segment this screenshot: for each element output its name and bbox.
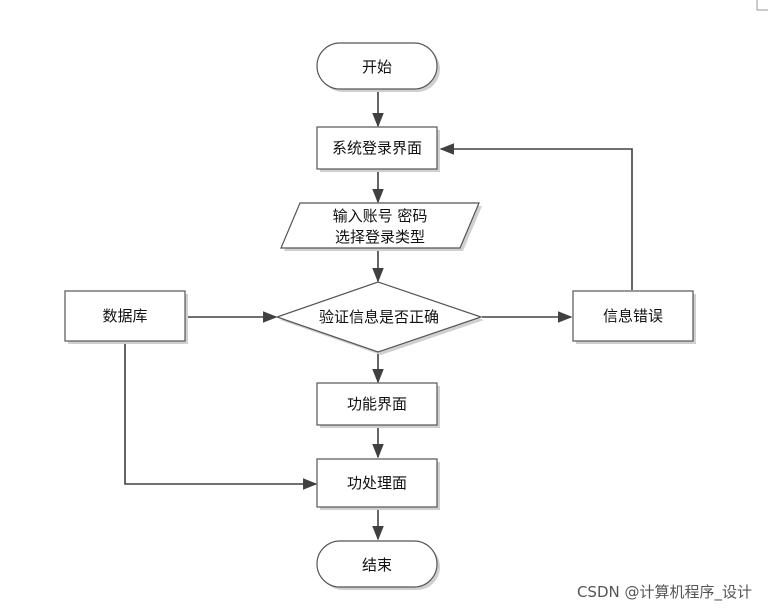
node-input-line1: 输入账号 密码	[333, 207, 428, 225]
node-input: 输入账号 密码 选择登录类型	[280, 202, 482, 251]
node-login-ui: 系统登录界面	[316, 126, 440, 172]
corner-mark	[756, 0, 768, 11]
node-info-error-label: 信息错误	[603, 307, 663, 325]
node-function-ui: 功能界面	[316, 382, 440, 428]
node-start-label: 开始	[362, 58, 392, 76]
edge-database-to-process	[124, 341, 318, 490]
node-info-error: 信息错误	[572, 290, 696, 344]
node-verify: 验证信息是否正确	[275, 281, 484, 355]
node-function-ui-label: 功能界面	[347, 395, 407, 413]
edge-error-to-login	[439, 143, 633, 290]
watermark-text: CSDN @计算机程序_设计	[577, 583, 752, 602]
node-input-line2: 选择登录类型	[335, 228, 425, 246]
node-database: 数据库	[64, 290, 188, 344]
node-login-ui-label: 系统登录界面	[332, 139, 422, 157]
node-process-ui-label: 功处理面	[347, 474, 407, 492]
node-verify-label: 验证信息是否正确	[319, 308, 439, 326]
node-database-label: 数据库	[102, 307, 147, 325]
node-start: 开始	[316, 42, 440, 92]
node-process-ui: 功处理面	[316, 458, 440, 510]
node-end: 结束	[316, 540, 440, 590]
node-end-label: 结束	[362, 556, 392, 574]
